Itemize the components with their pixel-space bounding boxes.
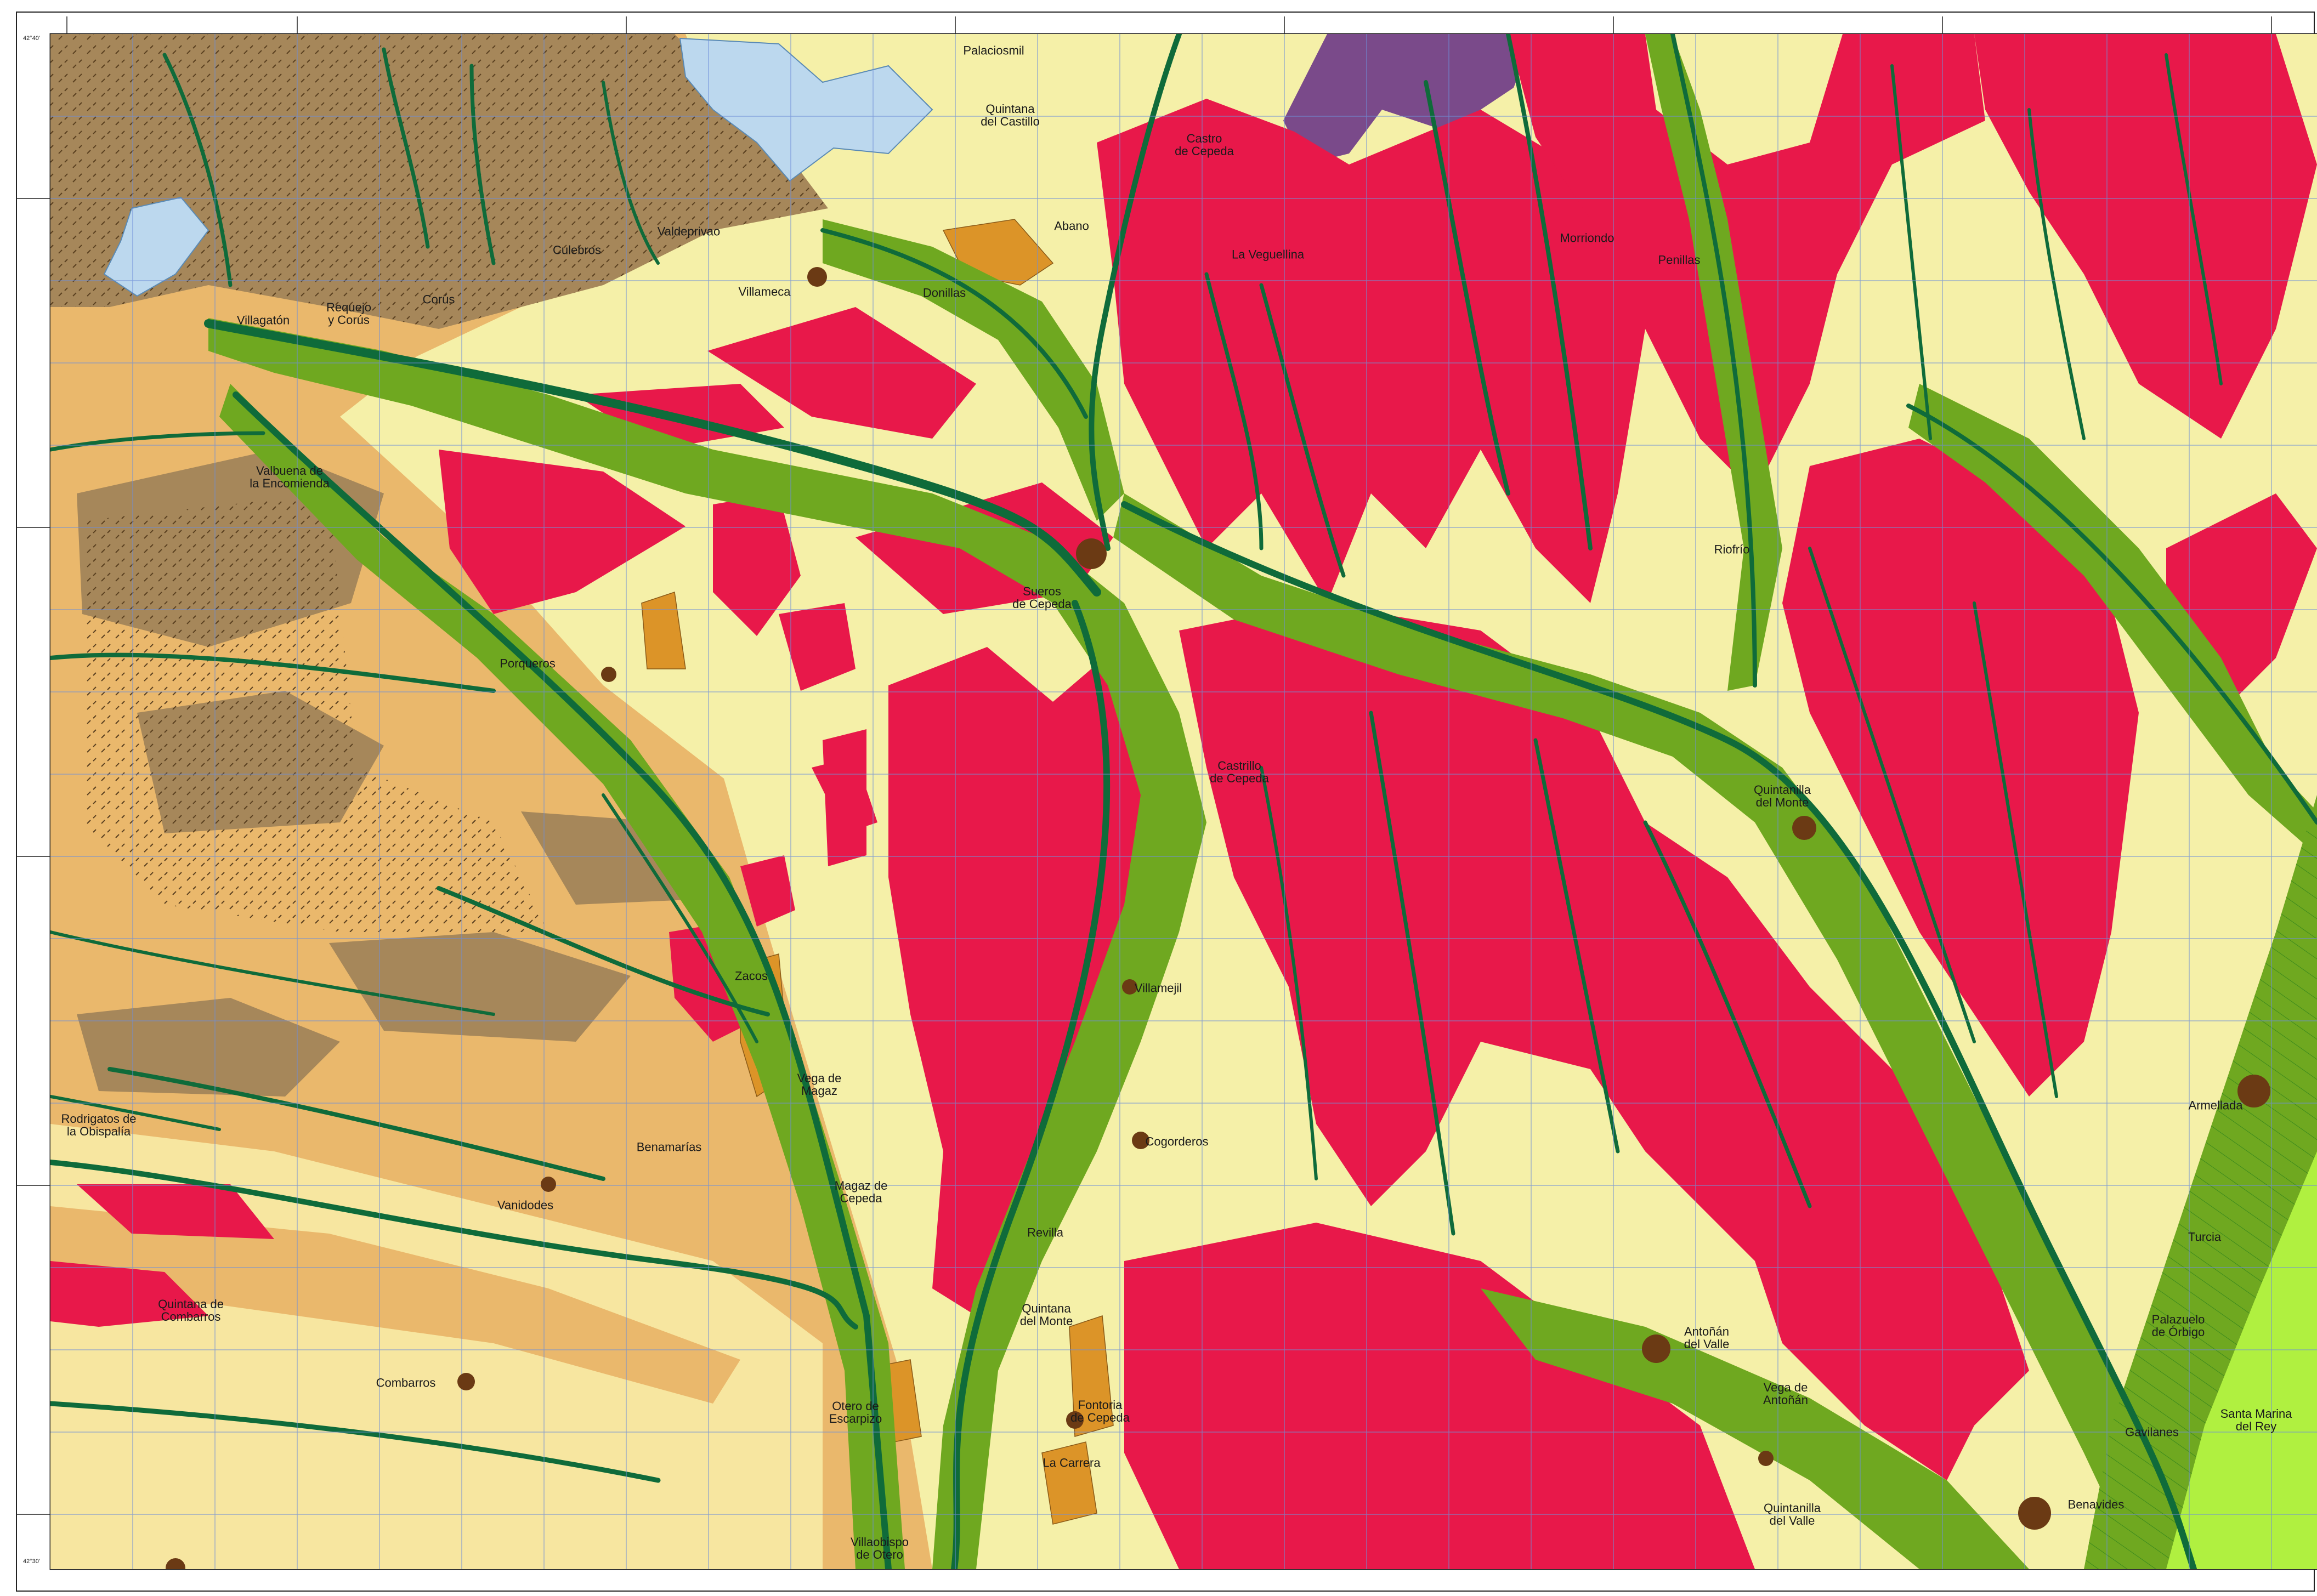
- place-label: Riofrío: [1714, 542, 1750, 556]
- settlements: [166, 267, 2270, 1569]
- place-label: Gavilanes: [2125, 1425, 2179, 1439]
- place-label: Armellada: [2188, 1098, 2243, 1112]
- place-label: Zacos: [735, 969, 768, 983]
- purple-formation: [1283, 34, 1536, 164]
- tan-band-southwest: [50, 1206, 740, 1404]
- place-label: Abano: [1054, 219, 1089, 233]
- place-label: Revilla: [1027, 1225, 1064, 1240]
- corner-label-top-left: 42°40': [23, 35, 40, 42]
- place-label: La Veguellina: [1231, 247, 1305, 262]
- utm-grid: [50, 34, 2317, 1569]
- place-label: Turcia: [2188, 1230, 2222, 1244]
- place-label: Cogorderos: [1145, 1134, 1209, 1149]
- stream-network: [50, 34, 2317, 1569]
- place-label: Benavides: [2067, 1497, 2125, 1512]
- place-label: Vanidodes: [497, 1198, 554, 1212]
- bright-green-orbigo: [2166, 1151, 2317, 1569]
- place-label: Penillas: [1658, 253, 1701, 267]
- hatched-relief-north: [50, 34, 828, 329]
- frame-ticks: [16, 16, 2272, 1515]
- place-label: Villameca: [738, 285, 791, 299]
- place-label: Donillas: [922, 286, 966, 300]
- place-label: Corús: [422, 292, 455, 306]
- crimson-fans: [50, 34, 2317, 1569]
- place-label: Villagatón: [236, 313, 290, 327]
- place-label: Porqueros: [500, 656, 556, 671]
- place-label: Valdeprivao: [657, 224, 721, 238]
- hatched-relief-west: [82, 493, 548, 932]
- place-label: Palaciosmil: [963, 43, 1024, 58]
- place-label: Combarros: [376, 1376, 436, 1390]
- place-label: Morriondo: [1560, 231, 1614, 245]
- corner-label-bottom-left: 42°30': [23, 1558, 40, 1565]
- reservoir-west: [103, 196, 209, 297]
- place-label: Benamarías: [636, 1140, 702, 1154]
- place-label: Villamejil: [1134, 981, 1182, 995]
- place-label: Culebros: [552, 243, 602, 257]
- place-label: La Carrera: [1043, 1456, 1101, 1470]
